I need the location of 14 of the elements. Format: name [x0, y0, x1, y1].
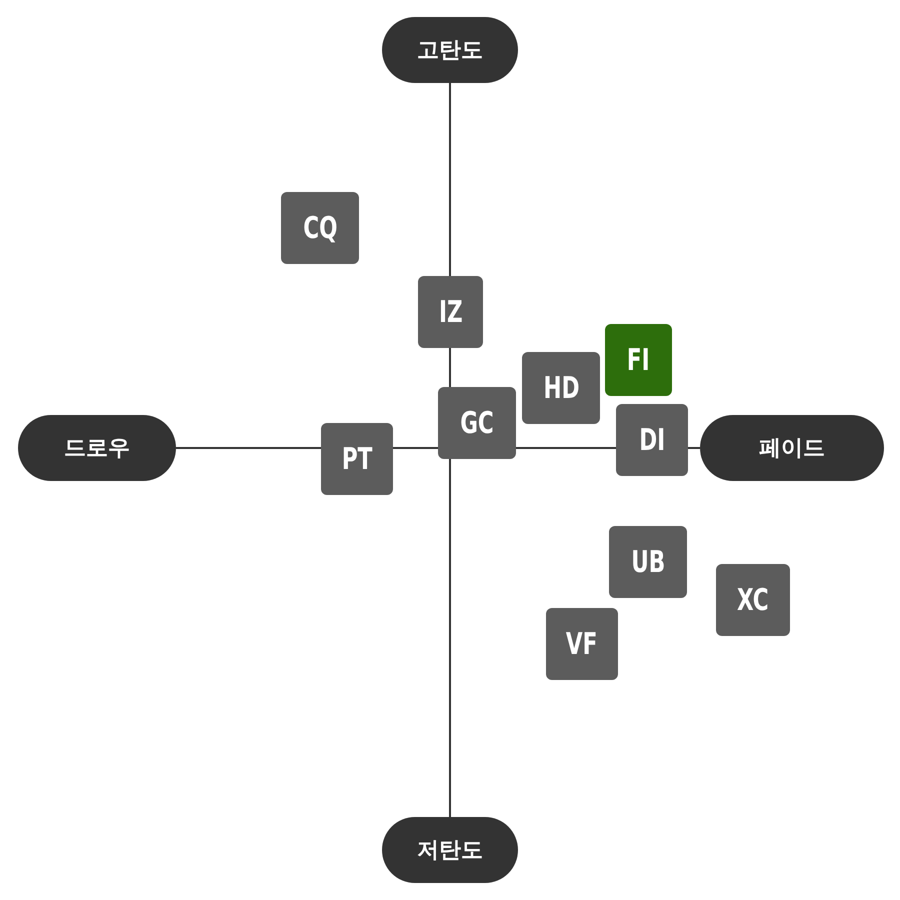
- item-box: FI: [605, 324, 672, 396]
- item-box: HD: [522, 352, 600, 424]
- item-box: XC: [716, 564, 790, 636]
- item-box: IZ: [418, 276, 483, 348]
- axis-end-label: 저탄도: [382, 817, 518, 883]
- item-box: PT: [321, 423, 393, 495]
- item-box: DI: [616, 404, 688, 476]
- axis-end-label: 페이드: [700, 415, 884, 481]
- item-box: UB: [609, 526, 687, 598]
- item-box: VF: [546, 608, 618, 680]
- item-box: CQ: [281, 192, 359, 264]
- axis-end-label: 고탄도: [382, 17, 518, 83]
- item-box: GC: [438, 387, 516, 459]
- axis-end-label: 드로우: [18, 415, 176, 481]
